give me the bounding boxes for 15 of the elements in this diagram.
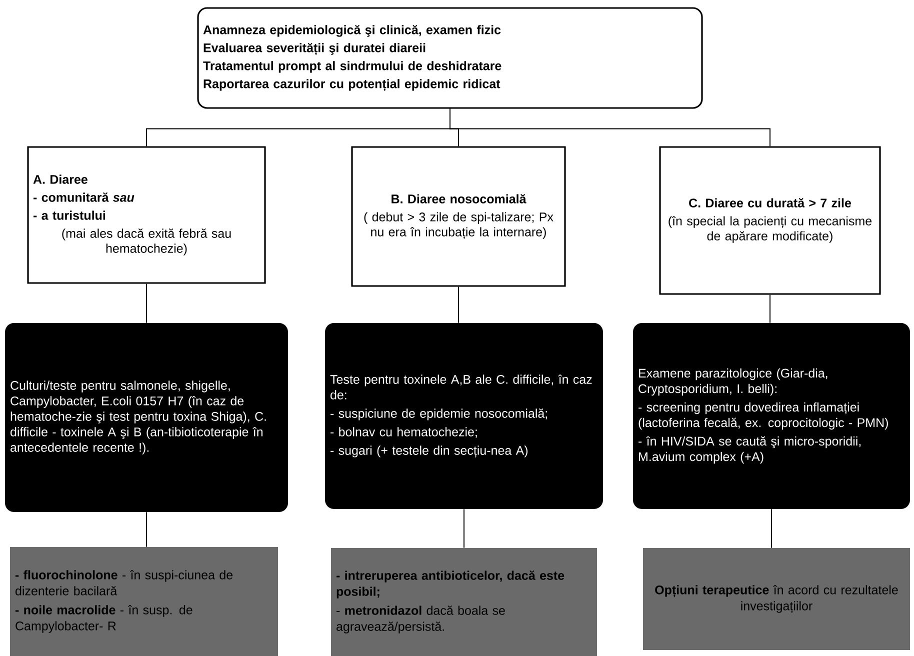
- connector-line: [146, 512, 147, 548]
- connector-line: [146, 283, 147, 324]
- test-box: Teste pentru toxinele A,B ale C. difficile, în caz de: - suspiciune de epidemie nosocomială; - bolnav cu hematochezie; - sugari (+ testele din secțiu-nea A): [325, 323, 603, 509]
- test-box: Examene parazitologice (Giar-dia, Cryptosporidium, I. belli): - screening pentru dovedirea inflamației (lactoferina fecală, ex. coprocitologic - PMN) - în HIV/SIDA se caută şi micro-sporidii, M.avium complex (+A): [633, 323, 910, 509]
- connector-line: [771, 508, 772, 548]
- therapy-box: - fluorochinolone - în suspi-ciunea de dizenterie bacilară - noile macrolide - în susp. de Campylobacter- R: [10, 547, 278, 656]
- summary-box: Anamneza epidemiologică şi clinică, examen fizic Evaluarea severității şi duratei diareii Tratamentul prompt al sindrmului de deshidratare Raportarea cazurilor cu potențial epidemic ridicat: [197, 7, 703, 109]
- category-box: A. Diaree - comunitară sau - a turistului (mai ales dacă exită febră sau hematochezie): [27, 146, 266, 284]
- connector-line: [458, 286, 459, 324]
- category-box: B. Diaree nosocomială ( debut > 3 zile de spi-talizare; Px nu era în incubație la internare): [351, 146, 566, 287]
- test-box: Culturi/teste pentru salmonele, shigelle, Campylobacter, E.coli 0157 H7 (în caz de hematoche-zie şi test pentru toxina Shiga), C. difficile - toxinele A şi B (an-tibioticoterapie în antecedentele recente !).: [5, 323, 288, 512]
- category-box: C. Diaree cu durată > 7 zile (în special la pacienți cu mecanisme de apărare modificate): [659, 146, 881, 295]
- therapy-box: - intreruperea antibioticelor, dacă este posibil; - metronidazol dacă boala se agravează/persistă.: [331, 548, 597, 656]
- therapy-box: Opțiuni terapeutice în acord cu rezultatele investigațiilor: [643, 548, 910, 650]
- tree-connector: [450, 108, 770, 147]
